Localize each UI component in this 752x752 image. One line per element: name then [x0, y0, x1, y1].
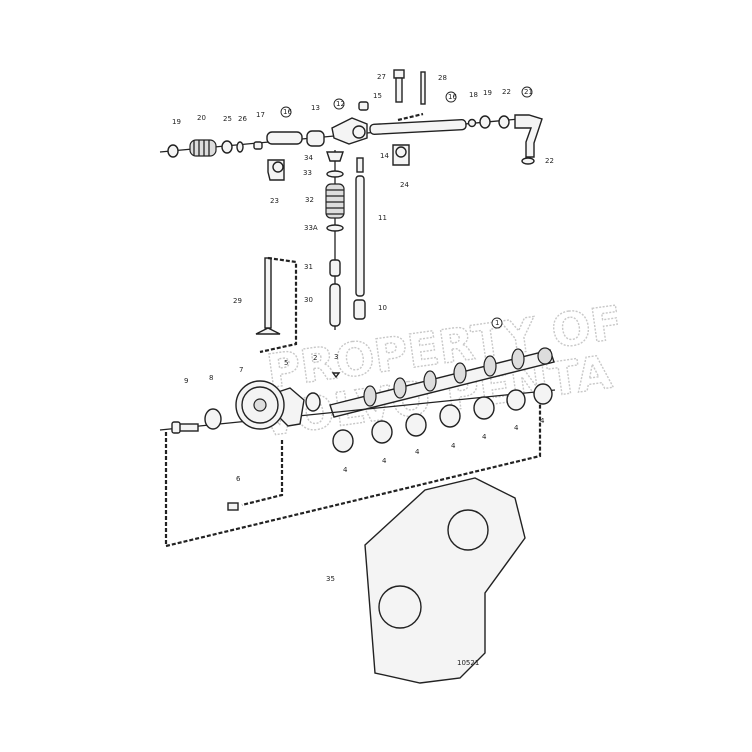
label-33a: 33A — [304, 224, 318, 232]
plug-17 — [253, 141, 263, 150]
label-22b: 22 — [545, 157, 554, 165]
label-8: 8 — [209, 374, 213, 382]
label-28: 28 — [438, 74, 447, 82]
clip-26 — [236, 141, 244, 153]
bushings-4 — [332, 383, 553, 453]
label-12: 12 — [336, 100, 345, 108]
retainer-33 — [326, 170, 344, 178]
label-4: 4 — [343, 466, 348, 474]
label-31: 31 — [304, 263, 313, 271]
label-33: 33 — [303, 169, 312, 177]
key-3 — [331, 372, 341, 379]
label-25: 25 — [223, 115, 232, 123]
label-15: 15 — [373, 92, 382, 100]
label-16: 16 — [283, 108, 292, 116]
label-16b: 16 — [448, 93, 457, 101]
washer-19 — [167, 144, 179, 158]
label-7: 7 — [239, 366, 243, 374]
label-35: 35 — [326, 575, 335, 583]
label-19b: 19 — [483, 89, 492, 97]
cap-34 — [326, 151, 344, 162]
pushrod-11 — [355, 175, 365, 297]
label-26: 26 — [238, 115, 247, 123]
valve-29-stem — [264, 257, 272, 329]
watermark: PROPERTY OF VOLVO PENTA — [256, 294, 626, 448]
label-4: 4 — [451, 442, 456, 450]
label-27: 27 — [377, 73, 386, 81]
label-17: 17 — [256, 111, 265, 119]
nut-15 — [358, 101, 369, 111]
label-14: 14 — [380, 152, 389, 160]
label-20: 20 — [197, 114, 206, 122]
tappet-10 — [353, 299, 366, 320]
bolt-6 — [227, 502, 239, 511]
bolt-9 — [177, 423, 199, 432]
spring-32 — [325, 183, 345, 219]
washer-33a — [326, 224, 344, 232]
label-29: 29 — [233, 297, 242, 305]
label-4: 4 — [482, 433, 487, 441]
plug-18 — [467, 118, 477, 128]
label-13: 13 — [311, 104, 320, 112]
label-9: 9 — [184, 377, 188, 385]
label-11: 11 — [378, 214, 387, 222]
stud-28 — [420, 71, 426, 105]
bushing-13 — [306, 130, 325, 147]
guide-30 — [329, 283, 341, 327]
label-22: 22 — [502, 88, 511, 96]
label-2: 2 — [313, 354, 317, 362]
label-23: 23 — [270, 197, 279, 205]
shaft-16a — [266, 131, 303, 145]
washer-22a — [498, 115, 510, 129]
spring-20 — [189, 139, 217, 157]
valve-train — [255, 150, 366, 354]
label-4: 4 — [415, 448, 420, 456]
camshaft-assembly — [159, 347, 556, 548]
label-5: 5 — [284, 359, 288, 367]
oil-pipe-21 — [514, 114, 543, 158]
washer-2 — [305, 392, 321, 412]
label-24: 24 — [400, 181, 409, 189]
label-3: 3 — [334, 353, 338, 361]
washer-25 — [221, 140, 233, 154]
label-32: 32 — [305, 196, 314, 204]
screw-14 — [356, 157, 364, 173]
reference-number: 10521 — [457, 659, 479, 667]
label-4: 4 — [514, 424, 519, 432]
washer-22b — [521, 157, 535, 165]
label-21: 21 — [524, 88, 533, 96]
label-19: 19 — [172, 118, 181, 126]
timing-cover-35 — [364, 477, 526, 684]
label-30: 30 — [304, 296, 313, 304]
label-1: 1 — [495, 319, 499, 327]
label-34: 34 — [304, 154, 313, 162]
label-10: 10 — [378, 304, 387, 312]
bolt-27 — [395, 77, 403, 103]
label-18: 18 — [469, 91, 478, 99]
washer-19b — [479, 115, 491, 129]
rocker-shaft-assembly — [159, 69, 543, 181]
hub-8 — [204, 408, 222, 430]
label-6: 6 — [236, 475, 241, 483]
seal-31 — [329, 259, 341, 277]
bolt-27-head — [393, 69, 405, 79]
label-4: 4 — [382, 457, 387, 465]
shaft-16b — [369, 118, 467, 136]
valve-29-head — [255, 327, 281, 335]
label-4: 4 — [540, 417, 545, 425]
callout-labels: 19 20 25 26 17 16 13 12 15 27 28 16 18 1… — [172, 73, 554, 667]
